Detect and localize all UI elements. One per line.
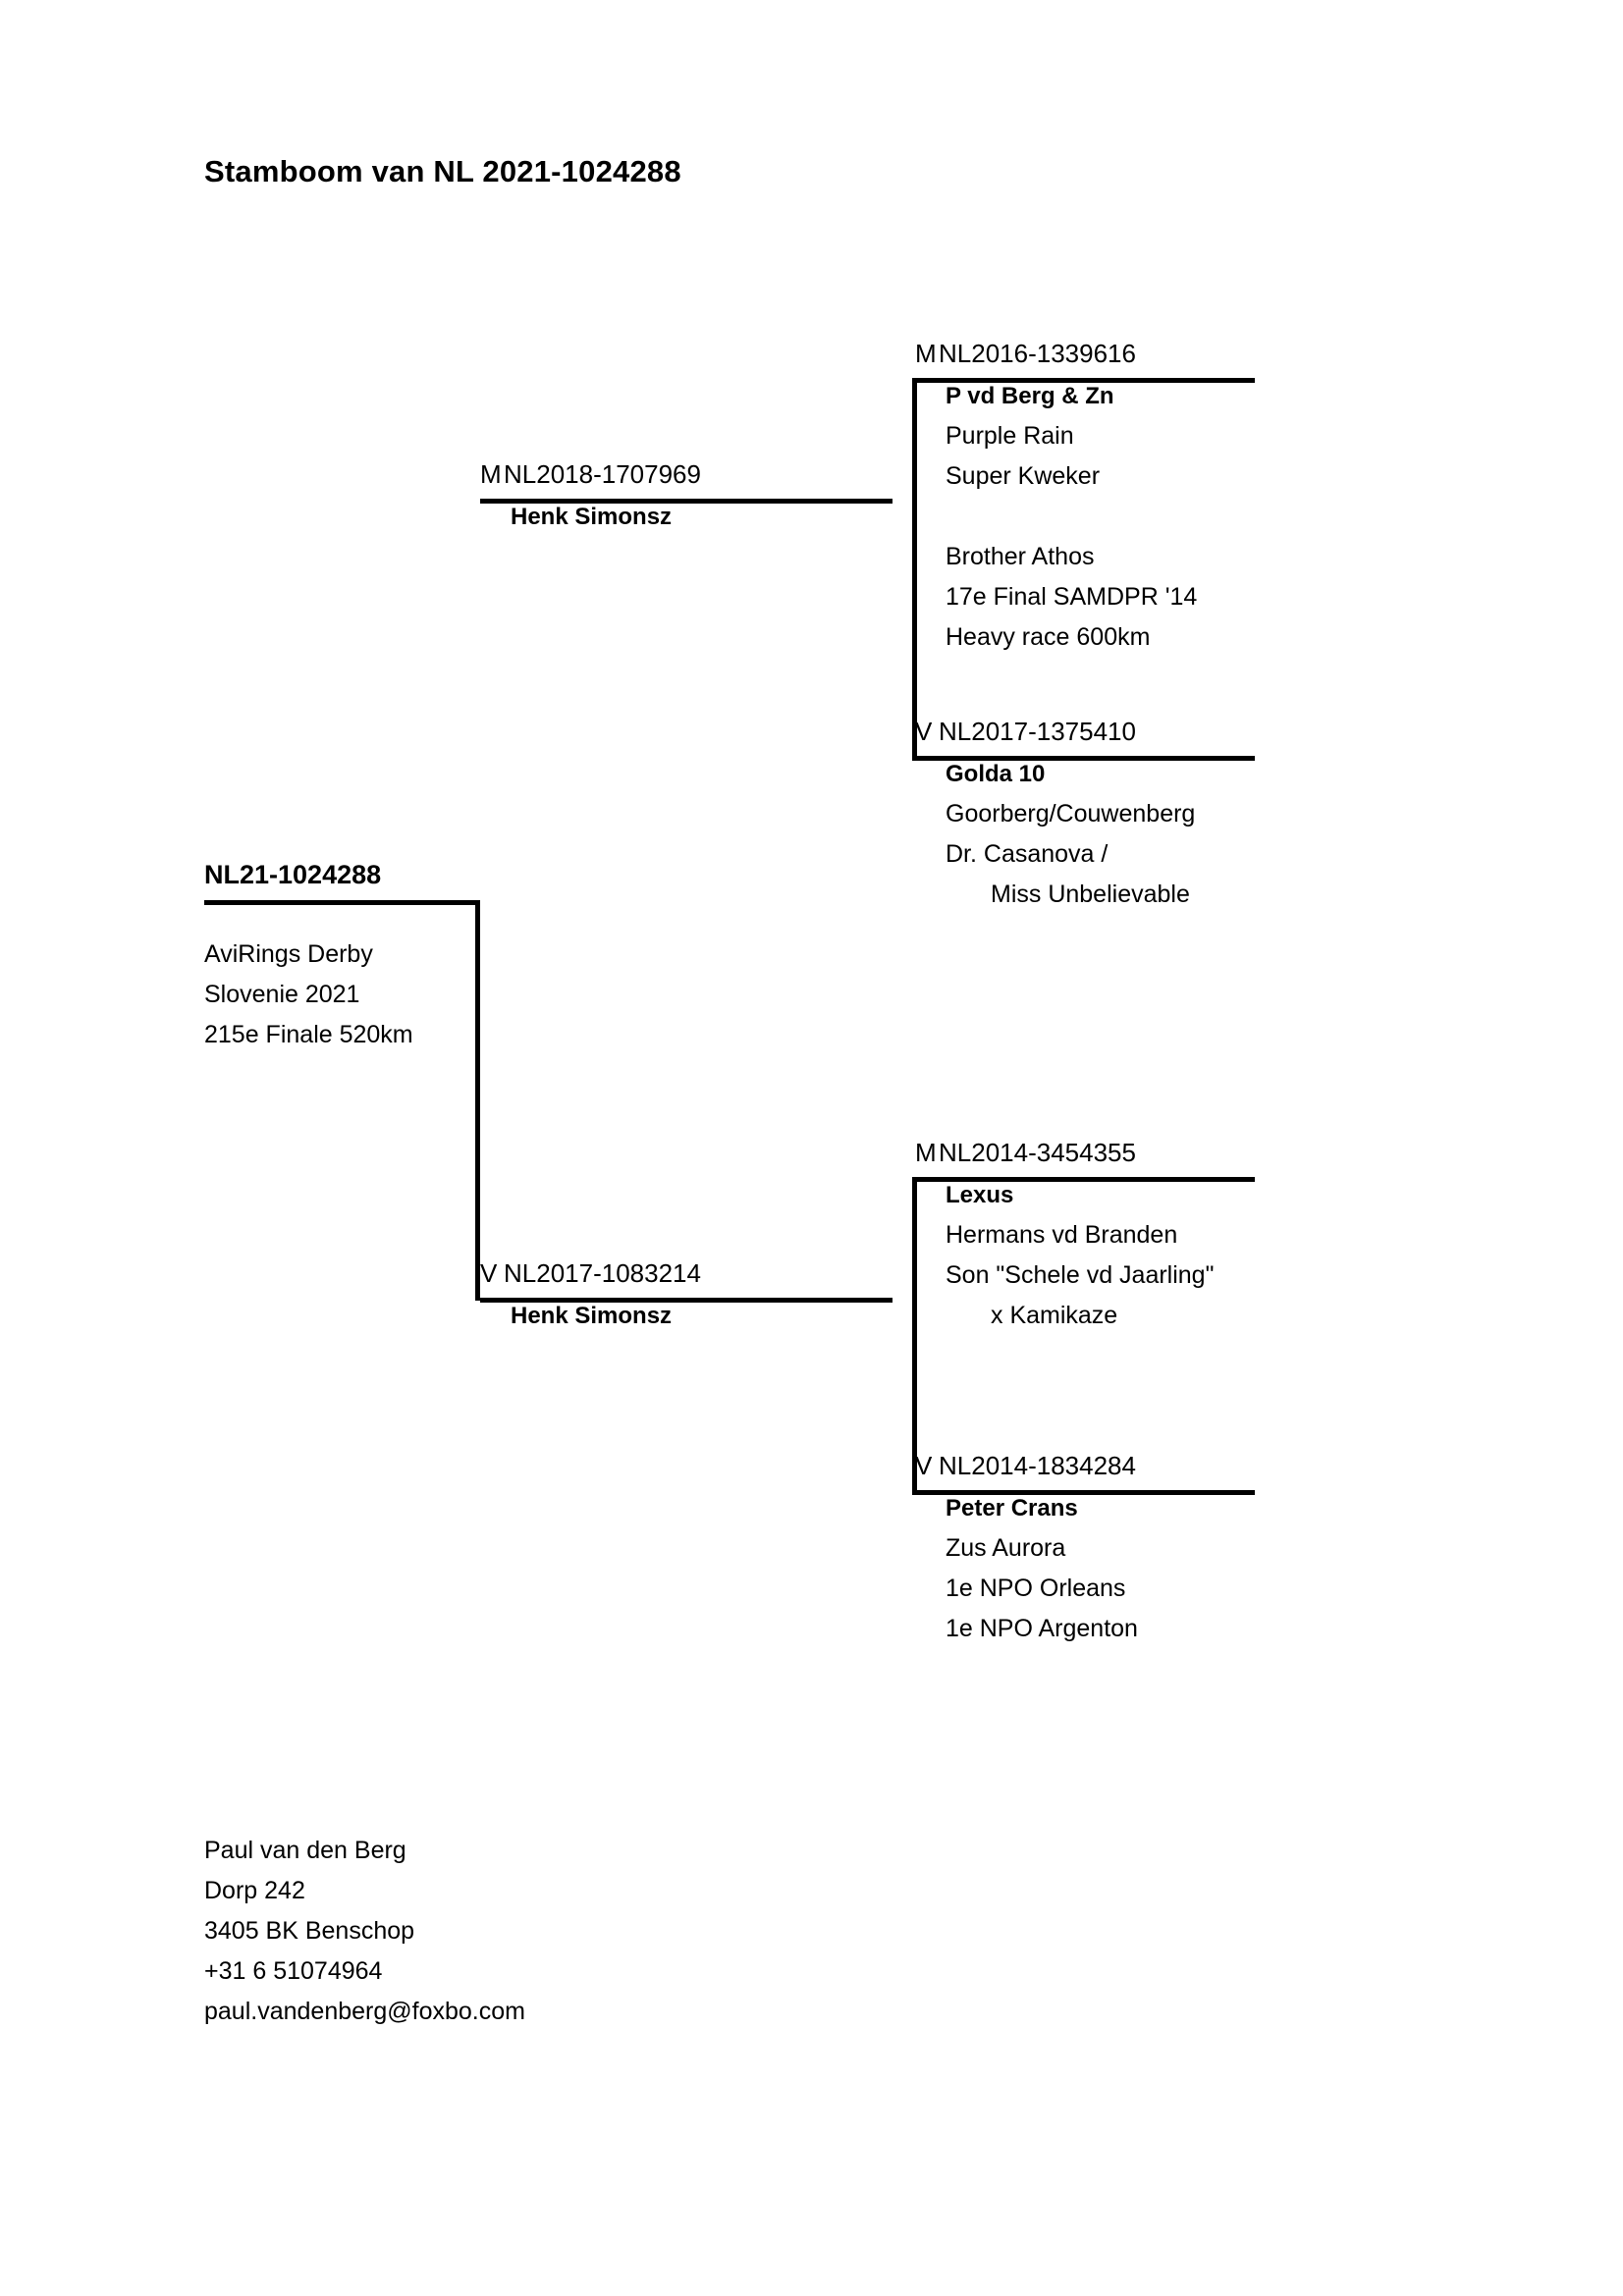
dam-dam-details: Peter Crans Zus Aurora 1e NPO Orleans 1e…	[915, 1482, 1138, 1649]
rule-sire-underline	[480, 499, 893, 504]
sire-dam-registration: NL2017-1375410	[939, 717, 1136, 746]
sire-sire-registration: NL2016-1339616	[939, 339, 1136, 368]
node-sire: MNL2018-1707969 Henk Simonsz	[480, 457, 701, 537]
sire-sire-id-line: MNL2016-1339616	[915, 337, 1197, 370]
sire-id-line: MNL2018-1707969	[480, 457, 701, 491]
dam-dam-detail-line: Peter Crans	[946, 1495, 1078, 1522]
subject-detail-line: Slovenie 2021	[204, 981, 360, 1008]
sire-sire-detail-line: Super Kweker	[946, 462, 1101, 490]
rule-sire-dam-underline	[912, 756, 1255, 761]
rule-sire-spine	[912, 378, 917, 761]
sire-sire-detail-line: Brother Athos	[946, 543, 1095, 570]
subject-detail-line: AviRings Derby	[204, 940, 373, 968]
dam-sire-sex-label: M	[915, 1138, 937, 1167]
subject-detail-line: 215e Finale 520km	[204, 1021, 413, 1048]
sire-dam-detail-line: Golda 10	[946, 761, 1046, 787]
rule-dam-underline	[480, 1298, 893, 1303]
dam-dam-detail-line: Zus Aurora	[946, 1534, 1066, 1562]
node-dam-sire: MNL2014-3454355 Lexus Hermans vd Branden…	[915, 1136, 1214, 1336]
sire-sire-detail-line: Purple Rain	[946, 422, 1074, 450]
dam-dam-registration: NL2014-1834284	[939, 1451, 1136, 1480]
sire-dam-detail-line: Miss Unbelievable	[991, 881, 1190, 908]
node-sire-sire: MNL2016-1339616 P vd Berg & Zn Purple Ra…	[915, 337, 1197, 658]
rule-dam-dam-underline	[912, 1490, 1255, 1495]
sire-sire-sex-label: M	[915, 339, 937, 368]
sire-dam-sex-label: V	[915, 717, 933, 746]
page-title: Stamboom van NL 2021-1024288	[204, 154, 681, 188]
dam-sire-detail-line: Lexus	[946, 1182, 1014, 1208]
sire-dam-details: Golda 10 Goorberg/Couwenberg Dr. Casanov…	[915, 748, 1195, 915]
sire-sire-details: P vd Berg & Zn Purple Rain Super Kweker …	[915, 370, 1197, 658]
rule-subject-underline	[204, 900, 480, 905]
sire-sire-detail-line	[946, 497, 1197, 537]
dam-dam-detail-line: 1e NPO Argenton	[946, 1615, 1138, 1642]
subject-details: AviRings Derby Slovenie 2021 215e Finale…	[204, 934, 413, 1055]
rule-subject-spine	[475, 900, 480, 1301]
node-subject: NL21-1024288 AviRings Derby Slovenie 202…	[204, 857, 413, 1055]
dam-sire-detail-line: Hermans vd Branden	[946, 1221, 1178, 1249]
contact-name: Paul van den Berg	[204, 1837, 406, 1864]
contact-city: 3405 BK Benschop	[204, 1917, 415, 1945]
sire-sire-detail-line: 17e Final SAMDPR '14	[946, 583, 1198, 611]
dam-registration: NL2017-1083214	[504, 1258, 701, 1288]
dam-sex-label: V	[480, 1258, 498, 1288]
contact-street: Dorp 242	[204, 1877, 305, 1904]
dam-details: Henk Simonsz	[480, 1290, 701, 1336]
sire-sire-detail-line: Heavy race 600km	[946, 623, 1151, 651]
dam-sire-detail-line: Son "Schele vd Jaarling"	[946, 1261, 1215, 1289]
rule-dam-spine	[912, 1177, 917, 1495]
subject-registration: NL21-1024288	[204, 860, 382, 889]
dam-dam-sex-label: V	[915, 1451, 933, 1480]
sire-details: Henk Simonsz	[480, 491, 701, 537]
dam-sire-detail-line: x Kamikaze	[991, 1302, 1118, 1329]
sire-detail-line: Henk Simonsz	[511, 504, 673, 530]
contact-footer: Paul van den Berg Dorp 242 3405 BK Bensc…	[204, 1831, 525, 2032]
sire-sire-detail-line: P vd Berg & Zn	[946, 383, 1114, 409]
dam-sire-details: Lexus Hermans vd Branden Son "Schele vd …	[915, 1169, 1214, 1336]
sire-dam-detail-line: Goorberg/Couwenberg	[946, 800, 1196, 828]
dam-detail-line: Henk Simonsz	[511, 1303, 673, 1329]
dam-sire-id-line: MNL2014-3454355	[915, 1136, 1214, 1169]
dam-sire-registration: NL2014-3454355	[939, 1138, 1136, 1167]
sire-dam-detail-line: Dr. Casanova /	[946, 840, 1109, 868]
rule-dam-sire-underline	[912, 1177, 1255, 1182]
dam-dam-detail-line: 1e NPO Orleans	[946, 1575, 1126, 1602]
contact-phone: +31 6 51074964	[204, 1957, 383, 1985]
rule-sire-sire-underline	[912, 378, 1255, 383]
sire-registration: NL2018-1707969	[504, 459, 701, 489]
contact-email: paul.vandenberg@foxbo.com	[204, 1998, 525, 2025]
sire-sex-label: M	[480, 459, 502, 489]
